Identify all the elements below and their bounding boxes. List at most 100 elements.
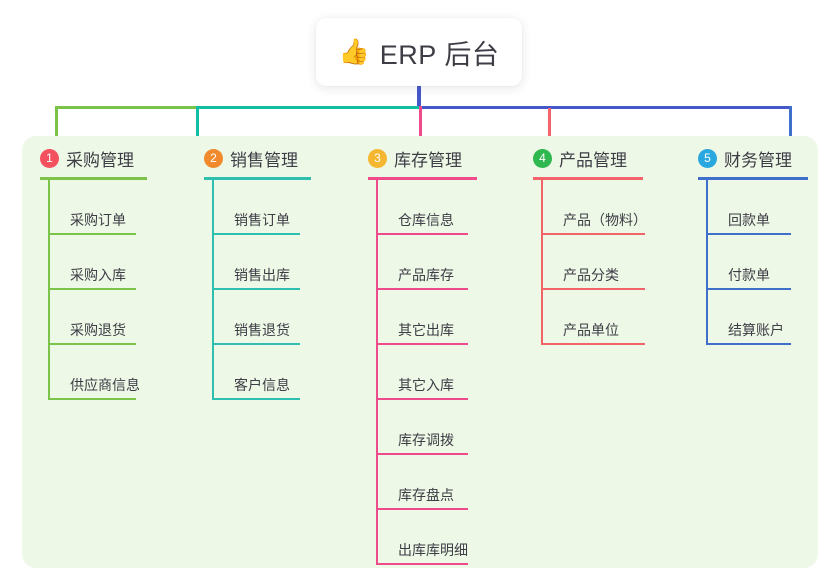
column-header-2[interactable]: 2 销售管理 [204,146,311,170]
menu-item[interactable]: 出库库明细 [368,510,477,565]
column-title: 采购管理 [66,150,134,170]
menu-item-rule [706,233,791,235]
menu-item-label: 回款单 [728,212,770,228]
menu-item-rule [48,233,136,235]
drop-line-col3 [419,106,422,143]
menu-item[interactable]: 其它出库 [368,290,477,345]
menu-item-label: 出库库明细 [398,542,468,558]
menu-item-rule [541,288,645,290]
root-node-title: ERP 后台 [379,39,500,70]
column-header-rule [533,177,643,180]
column-items: 产品（物料） 产品分类产品单位 [533,180,647,345]
menu-item[interactable]: 其它入库 [368,345,477,400]
menu-item[interactable]: 产品单位 [533,290,647,345]
menu-item[interactable]: 结算账户 [698,290,808,345]
column-spine [541,180,543,345]
column-number-badge: 4 [533,148,552,168]
menu-item[interactable]: 库存盘点 [368,455,477,510]
menu-item[interactable]: 库存调拨 [368,400,477,455]
menu-item[interactable]: 供应商信息 [40,345,147,400]
column-header-1[interactable]: 1 采购管理 [40,146,147,170]
drop-line-col5 [789,106,792,143]
column-spine [212,180,214,400]
menu-item[interactable]: 客户信息 [204,345,311,400]
menu-item-rule [706,343,791,345]
menu-item-rule [212,343,300,345]
column-1: 1 采购管理采购订单采购入库采购退货供应商信息 [40,146,147,400]
menu-item-rule [48,288,136,290]
column-4: 4 产品管理产品（物料） 产品分类产品单位 [533,146,647,345]
column-2: 2 销售管理销售订单销售出库销售退货客户信息 [204,146,311,400]
column-number-badge: 1 [40,148,59,168]
column-spine [706,180,708,345]
column-header-rule [698,177,808,180]
menu-item-label: 付款单 [728,267,770,283]
menu-item[interactable]: 产品分类 [533,235,647,290]
menu-item-rule [541,233,645,235]
menu-item-label: 库存盘点 [398,487,454,503]
column-items: 回款单付款单结算账户 [698,180,808,345]
menu-item-label: 客户信息 [234,377,290,393]
menu-item[interactable]: 产品库存 [368,235,477,290]
menu-item-label: 采购退货 [70,322,126,338]
menu-item-rule [376,343,468,345]
menu-item-rule [48,398,136,400]
menu-item-label: 产品单位 [563,322,619,338]
menu-item-rule [706,288,791,290]
menu-item[interactable]: 产品（物料） [533,180,647,235]
menu-item-rule [376,398,468,400]
menu-item[interactable]: 采购订单 [40,180,147,235]
menu-item[interactable]: 销售订单 [204,180,311,235]
menu-item[interactable]: 销售出库 [204,235,311,290]
column-header-rule [40,177,147,180]
menu-item-label: 供应商信息 [70,377,140,393]
menu-item[interactable]: 采购入库 [40,235,147,290]
menu-item-label: 库存调拨 [398,432,454,448]
menu-item-rule [541,343,645,345]
column-header-rule [368,177,477,180]
column-header-rule [204,177,311,180]
column-number-badge: 2 [204,148,223,168]
menu-item[interactable]: 销售退货 [204,290,311,345]
column-header-5[interactable]: 5 财务管理 [698,146,808,170]
drop-line-col2 [196,106,199,143]
column-number-badge: 5 [698,148,717,168]
column-items: 销售订单销售出库销售退货客户信息 [204,180,311,400]
column-items: 仓库信息产品库存其它出库其它入库库存调拨库存盘点出库库明细 [368,180,477,565]
root-node-card[interactable]: 👍 ERP 后台 [316,18,522,86]
drop-line-col4 [548,108,551,143]
column-header-3[interactable]: 3 库存管理 [368,146,477,170]
drop-line-col1 [55,106,58,143]
menu-item-label: 其它入库 [398,377,454,393]
column-5: 5 财务管理回款单付款单结算账户 [698,146,808,345]
menu-item-rule [212,398,300,400]
column-title: 库存管理 [394,150,462,170]
column-items: 采购订单采购入库采购退货供应商信息 [40,180,147,400]
menu-item-label: 产品（物料） [563,212,647,228]
column-title: 财务管理 [724,150,792,170]
column-title: 销售管理 [230,150,298,170]
menu-item-label: 其它出库 [398,322,454,338]
menu-item-label: 采购入库 [70,267,126,283]
column-3: 3 库存管理仓库信息产品库存其它出库其它入库库存调拨库存盘点出库库明细 [368,146,477,565]
column-title: 产品管理 [559,150,627,170]
menu-item[interactable]: 回款单 [698,180,808,235]
menu-item-rule [376,288,468,290]
menu-item-rule [376,508,468,510]
bus-segment-blue [419,106,791,109]
menu-item-label: 销售订单 [234,212,290,228]
trunk-line [417,86,421,108]
menu-item-rule [212,288,300,290]
menu-item-rule [376,233,468,235]
menu-item[interactable]: 采购退货 [40,290,147,345]
menu-item-label: 采购订单 [70,212,126,228]
menu-item-label: 销售退货 [234,322,290,338]
menu-item-label: 仓库信息 [398,212,454,228]
thumbs-up-icon: 👍 [338,37,370,66]
menu-item[interactable]: 仓库信息 [368,180,477,235]
menu-item-rule [376,563,468,565]
column-header-4[interactable]: 4 产品管理 [533,146,647,170]
menu-item[interactable]: 付款单 [698,235,808,290]
column-number-badge: 3 [368,148,387,168]
menu-item-rule [48,343,136,345]
